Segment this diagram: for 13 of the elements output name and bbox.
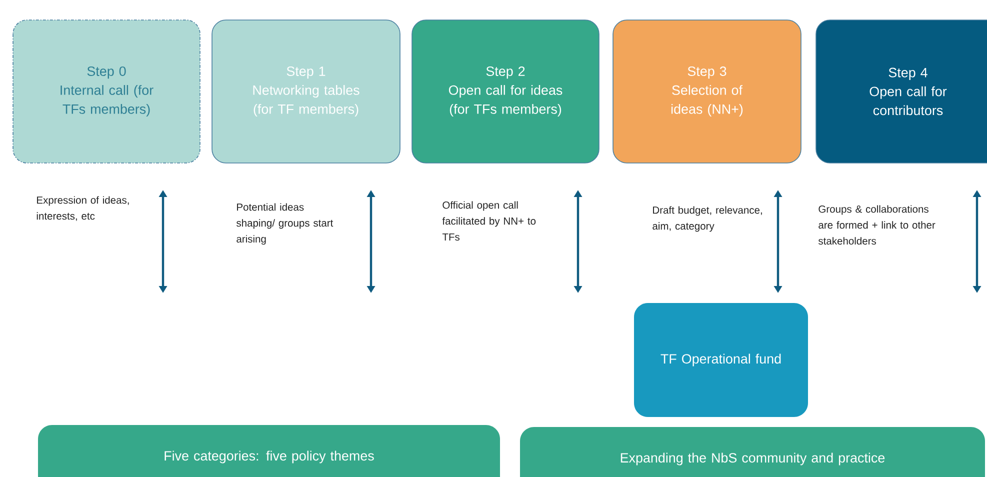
- step-box: Step 1 Networking tables (for TF members): [212, 20, 400, 164]
- step-description: Draft budget, relevance, aim, category: [652, 206, 762, 232]
- step-description: Expression of ideas, interests, etc: [36, 196, 129, 221]
- theme-band: Five categories: five policy themes: [38, 425, 500, 477]
- step-description: Official open call facilitated by NN+ to TFs: [442, 201, 536, 241]
- step-box: Step 2 Open call for ideas (for TFs members): [412, 20, 600, 164]
- step-box: Step 0 Internal call (for TFs members): [12, 20, 200, 164]
- theme-band: Expanding the NbS community and practice: [520, 427, 985, 477]
- step-description: Groups & collaborations are formed + link to other stakeholders: [818, 205, 936, 245]
- step-box: Step 4 Open call for contributors: [816, 20, 987, 164]
- fund-box: TF Operational fund: [634, 303, 808, 417]
- step-box: Step 3 Selection of ideas (NN+): [612, 20, 802, 164]
- step-description: Potential ideas shaping/ groups start arising: [236, 203, 334, 245]
